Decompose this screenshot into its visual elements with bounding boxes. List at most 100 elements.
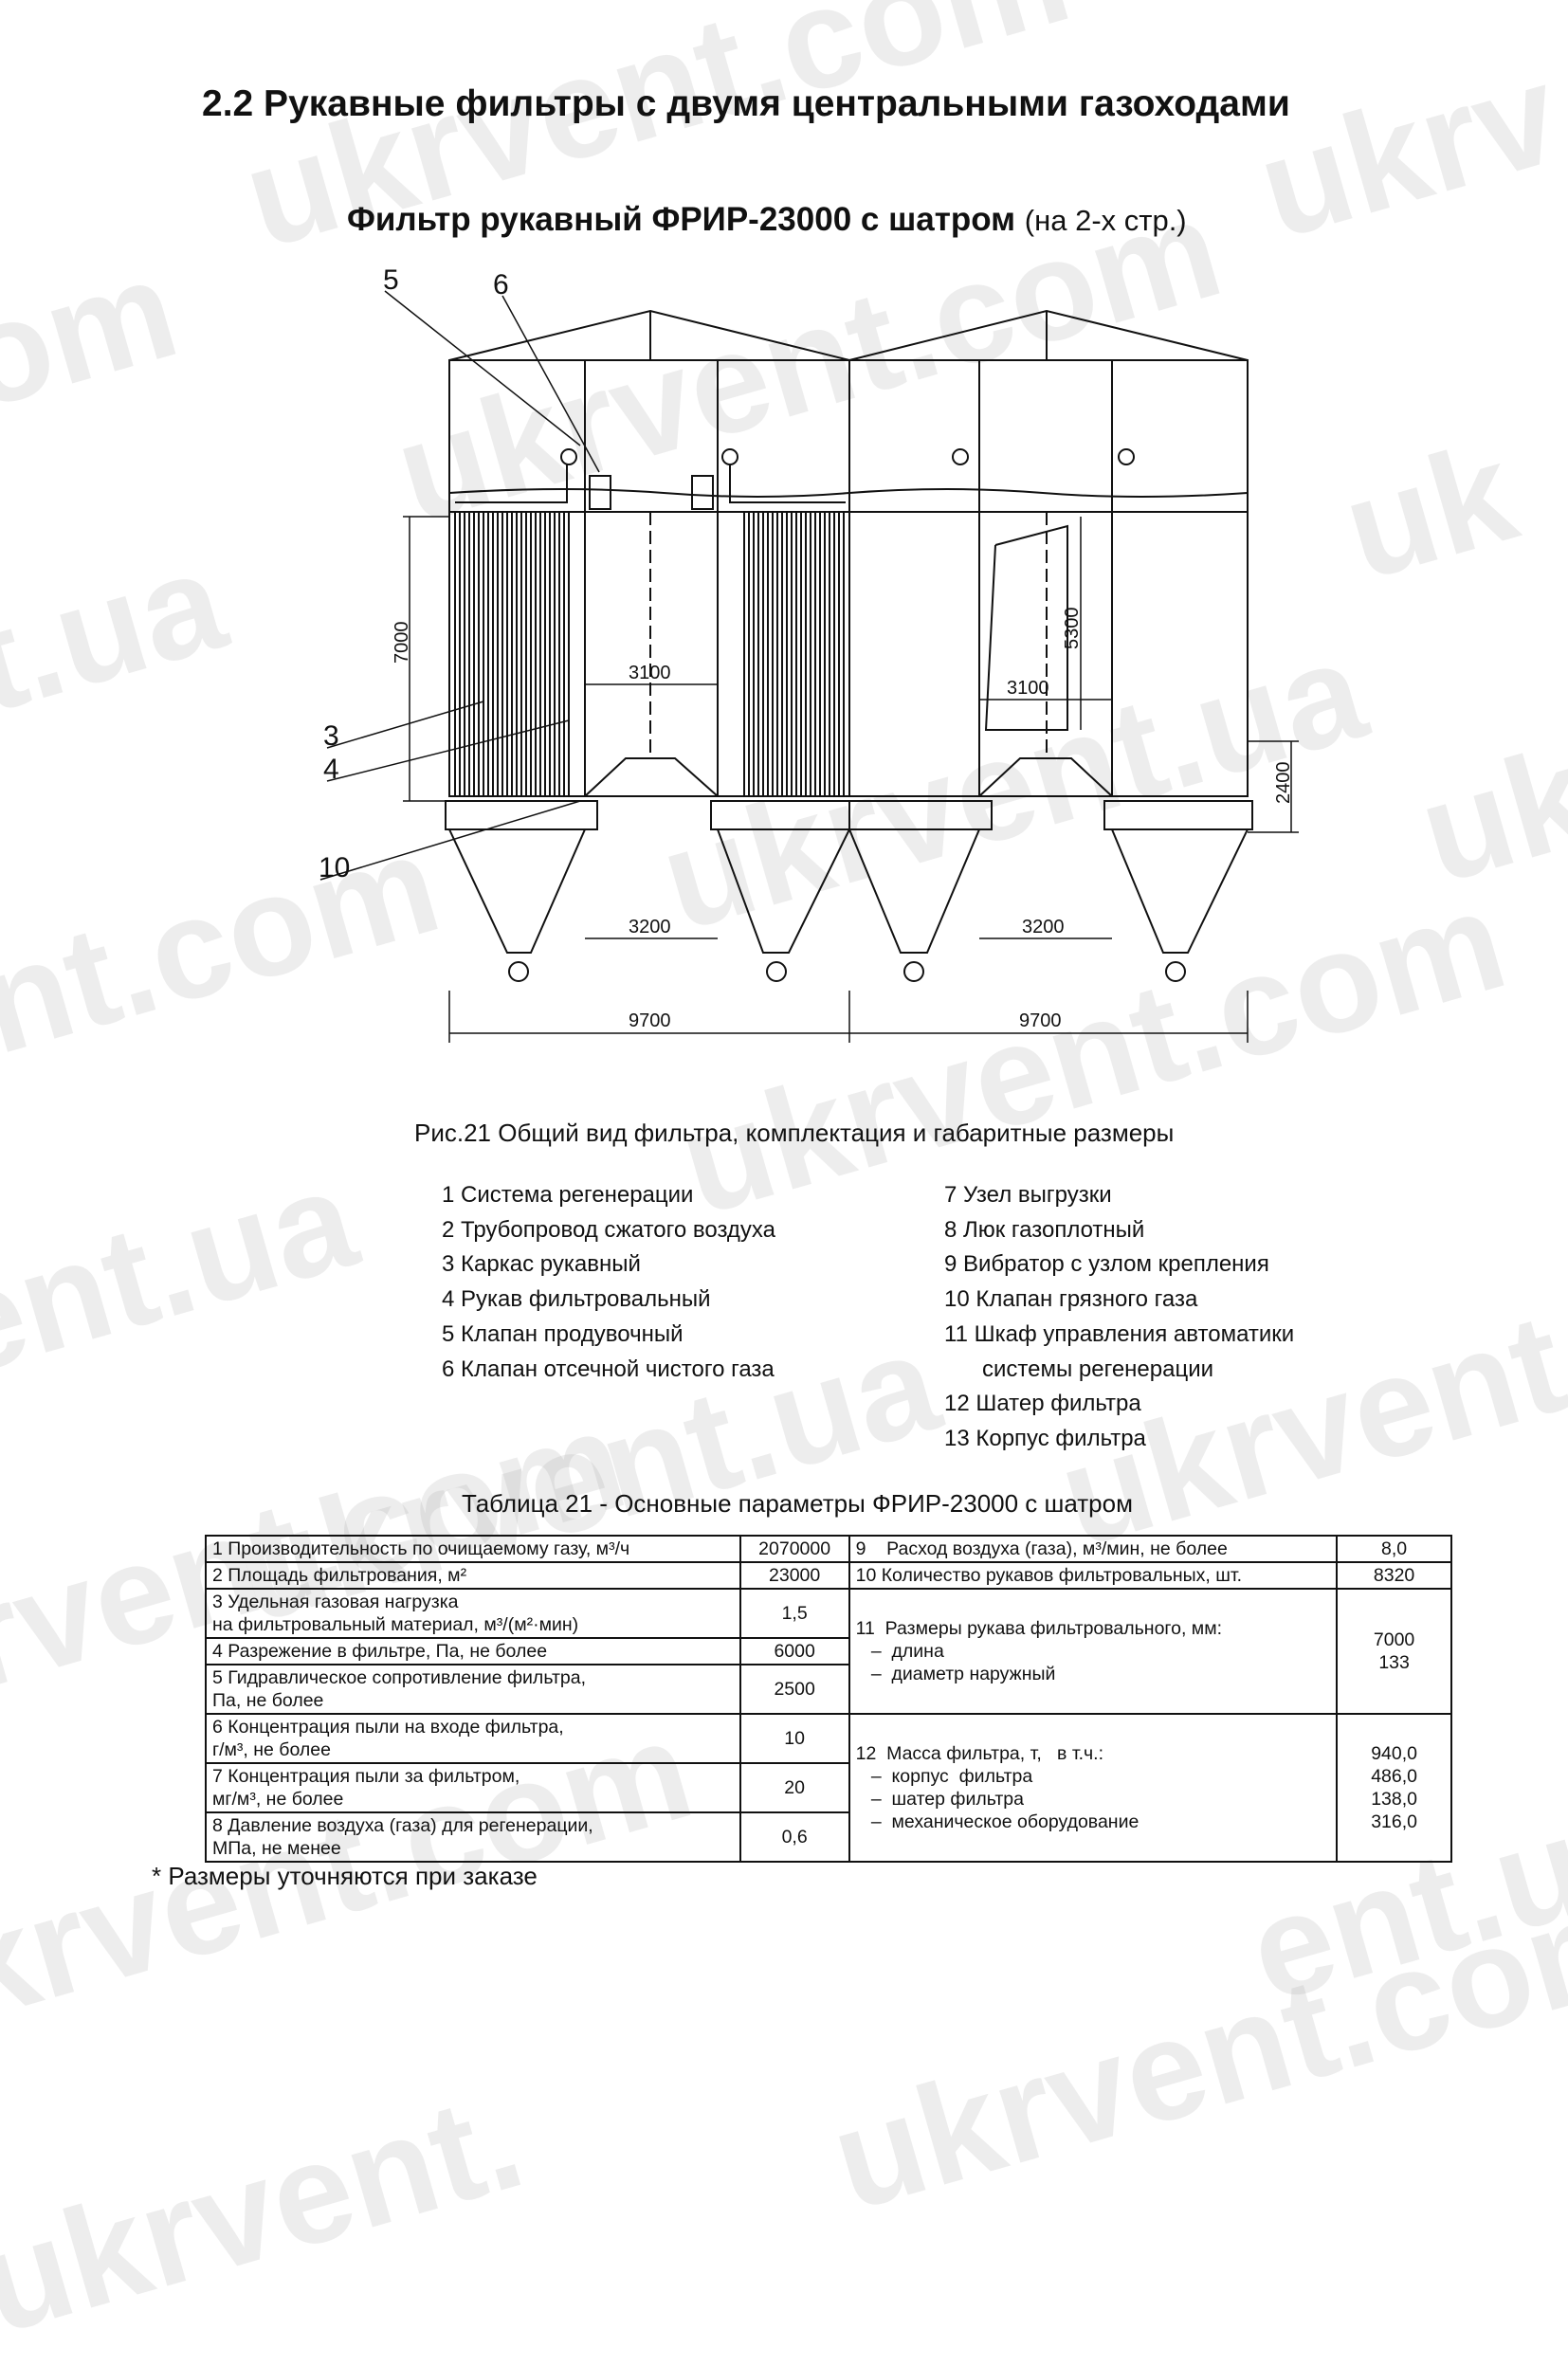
table-row: 2 Площадь фильтрования, м² 23000 10 Коли… [205, 1561, 1452, 1590]
section-title: 2.2 Рукавные фильтры с двумя центральным… [202, 83, 1290, 124]
valve-head [1118, 448, 1135, 465]
cell-line: 133 [1378, 1652, 1410, 1673]
valve [691, 475, 714, 510]
table-cell: 1,5 [738, 1588, 850, 1639]
cell-line: 940,0 [1371, 1743, 1417, 1764]
table-cell: 20 [738, 1762, 850, 1813]
legend-item: 7 Узел выгрузки [944, 1182, 1112, 1208]
canopy-floor-line [448, 488, 850, 498]
valve-head [952, 448, 969, 465]
ledge-right [848, 800, 993, 830]
roof-right [848, 309, 1249, 361]
legend-item: 5 Клапан продувочный [442, 1320, 684, 1347]
legend-item: 10 Клапан грязного газа [944, 1286, 1198, 1313]
cell-line: 7 Концентрация пыли за фильтром, [212, 1766, 520, 1787]
cell-line: – диаметр наружный [855, 1664, 1056, 1684]
air-pipe [729, 464, 846, 503]
footnote: * Размеры уточняются при заказе [152, 1862, 538, 1890]
legend-item: 9 Вибратор с узлом крепления [944, 1251, 1269, 1278]
legend-item: 13 Корпус фильтра [944, 1425, 1146, 1451]
cell-line: 12 Масса фильтра, т, в т.ч.: [855, 1743, 1103, 1764]
table-cell: 6 Концентрация пыли на входе фильтра,г/м… [205, 1713, 741, 1764]
canopy-floor-line [848, 488, 1249, 498]
dimension-lines [319, 290, 1299, 1043]
cell-line: – длина [855, 1641, 944, 1662]
table-row: 6 Концентрация пыли на входе фильтра,г/м… [205, 1713, 1452, 1863]
dim-label-3100: 3100 [629, 663, 671, 683]
legend-item: 11 Шкаф управления автоматики [944, 1320, 1295, 1347]
callout-5: 5 [383, 264, 399, 296]
legend-item: 6 Клапан отсечной чистого газа [442, 1356, 775, 1382]
table-title: Таблица 21 - Основные параметры ФРИР-230… [462, 1489, 1133, 1518]
body-right [848, 511, 1249, 797]
cell-line: 5 Гидравлическое сопротивление фильтра, [212, 1667, 586, 1688]
table-row: 1 Производительность по очищаемому газу,… [205, 1535, 1452, 1563]
cell-line: 138,0 [1371, 1789, 1417, 1810]
cell-line: – корпус фильтра [855, 1766, 1033, 1787]
callout-leader [319, 800, 581, 881]
cell-line: 11 Размеры рукава фильтровального, мм: [855, 1618, 1223, 1639]
table-row: 8 Давление воздуха (газа) для регенераци… [205, 1811, 1451, 1863]
dim-label-3200: 3200 [629, 917, 671, 937]
cell-line: 7000 [1373, 1629, 1415, 1650]
hopper-outlet [508, 961, 529, 982]
table-cell: 0,6 [738, 1811, 850, 1863]
callout-leader [326, 719, 570, 782]
dim-label-9700: 9700 [629, 1010, 671, 1031]
cell-line: 3 Удельная газовая нагрузка [212, 1592, 459, 1612]
cell-line: – механическое оборудование [855, 1811, 1140, 1832]
legend-item: 2 Трубопровод сжатого воздуха [442, 1216, 776, 1243]
callout-3: 3 [323, 720, 339, 752]
table-row: 4 Разрежение в фильтре, Па, не более 600… [205, 1637, 1451, 1665]
table-cell: 11 Размеры рукава фильтровального, мм: –… [848, 1588, 1339, 1715]
table-cell: 8 Давление воздуха (газа) для регенераци… [205, 1811, 741, 1863]
callout-6: 6 [493, 269, 509, 300]
ledge-left-b [710, 800, 850, 830]
watermark: ukrvent. [0, 2058, 538, 2364]
cell-line: 6 Концентрация пыли на входе фильтра, [212, 1717, 564, 1738]
table-cell: 8320 [1336, 1561, 1452, 1590]
cell-line: МПа, не менее [212, 1838, 341, 1859]
dim-label-3100: 3100 [1007, 678, 1049, 699]
table-cell: 7 Концентрация пыли за фильтром,мг/м³, н… [205, 1762, 741, 1813]
hopper [448, 828, 586, 954]
hopper [717, 828, 850, 954]
watermark: ukrvent.com [815, 1854, 1568, 2241]
table-cell: 9 Расход воздуха (газа), м³/мин, не боле… [848, 1535, 1339, 1563]
table-cell: 4 Разрежение в фильтре, Па, не более [205, 1637, 741, 1665]
table-cell: 23000 [738, 1561, 850, 1590]
dim-label-7000: 7000 [392, 622, 412, 664]
cell-line: мг/м³, не более [212, 1789, 344, 1810]
dim-label-5300: 5300 [1062, 608, 1083, 650]
hopper [848, 828, 980, 954]
drawing-title-main: Фильтр рукавный ФРИР-23000 с шатром [347, 201, 1016, 238]
legend-right: 7 Узел выгрузки 8 Люк газоплотный 9 Вибр… [944, 1178, 1294, 1457]
legend-item: 12 Шатер фильтра [944, 1391, 1141, 1417]
drawing-title: Фильтр рукавный ФРИР-23000 с шатром (на … [347, 201, 1187, 239]
cell-line: г/м³, не более [212, 1739, 331, 1760]
table-cell: 1 Производительность по очищаемому газу,… [205, 1535, 741, 1563]
ledge-right-b [1103, 800, 1253, 830]
valve-head [560, 448, 577, 465]
hopper-outlet [903, 961, 924, 982]
air-pipe [455, 464, 568, 503]
parameters-table: 1 Производительность по очищаемому газу,… [205, 1535, 1452, 1863]
table-cell: 2 Площадь фильтрования, м² [205, 1561, 741, 1590]
dim-label-2400: 2400 [1273, 762, 1294, 805]
table-cell: 2070000 [738, 1535, 850, 1563]
valve [589, 475, 611, 510]
legend-left: 1 Система регенерации 2 Трубопровод сжат… [442, 1178, 775, 1387]
hopper-outlet [1165, 961, 1186, 982]
callout-leader [384, 290, 581, 446]
cell-line: 8 Давление воздуха (газа) для регенераци… [212, 1815, 593, 1836]
legend-item: 1 Система регенерации [442, 1182, 694, 1208]
table-cell: 8,0 [1336, 1535, 1452, 1563]
gas-duct [984, 524, 1068, 731]
legend-item: системы регенерации [944, 1356, 1214, 1382]
table-row: 7 Концентрация пыли за фильтром,мг/м³, н… [205, 1762, 1451, 1813]
cell-line: 316,0 [1371, 1811, 1417, 1832]
